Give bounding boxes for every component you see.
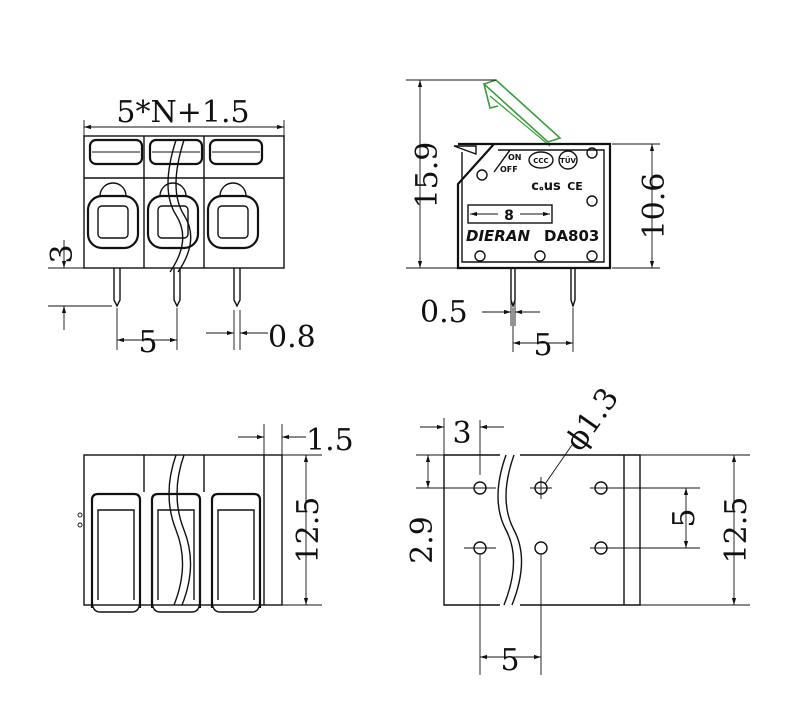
top-view: 1.5 12.5 [77,423,354,613]
marking-ul: c૰us [531,179,561,194]
model: DA803 [544,227,599,245]
footprint-depth-label: 12.5 [719,497,754,564]
footprint-hole-dia-label: ϕ1.3 [558,382,626,458]
footprint-col-pitch-label: 5 [500,643,519,678]
mounting-holes [474,147,598,262]
footprint-row-pitch-label: 5 [667,508,702,527]
front-view: 5*N+1.5 [45,95,316,360]
side-view: 15.9 ON OFF CCC TÜV c૰us CE 8 DIERAN DA8… [406,79,672,363]
front-pitch-label: 5 [138,325,157,360]
lever-green [482,79,562,143]
side-pin-pitch-label: 5 [533,328,552,363]
front-width-label: 5*N+1.5 [116,95,249,130]
wire-openings [86,182,260,250]
pcb-footprint: 3 ϕ1.3 2.9 5 12.5 5 [405,382,754,678]
side-body-height-label: 10.6 [637,173,672,240]
brand: DIERAN [466,227,530,245]
top-depth-label: 12.5 [291,497,326,564]
side-height-label: 15.9 [410,142,445,209]
footprint-y-offset-label: 2.9 [405,516,440,564]
top-wall-label: 1.5 [306,423,354,458]
lever-caps [88,138,264,166]
marking-ce: CE [567,180,583,193]
marking-tuv: TÜV [560,156,576,165]
strip-length: 8 [504,208,514,224]
footprint-x-offset-label: 3 [452,416,471,451]
side-pin-offset-label: 0.5 [420,295,468,330]
marking-ccc: CCC [533,157,548,165]
front-pin-length-label: 3 [45,244,80,263]
front-pin-width-label: 0.8 [268,320,316,355]
pins [113,268,241,308]
footprint-holes [473,481,608,555]
marking-on: ON [508,153,522,162]
lever-tops [90,492,262,613]
marking-off: OFF [500,165,518,174]
